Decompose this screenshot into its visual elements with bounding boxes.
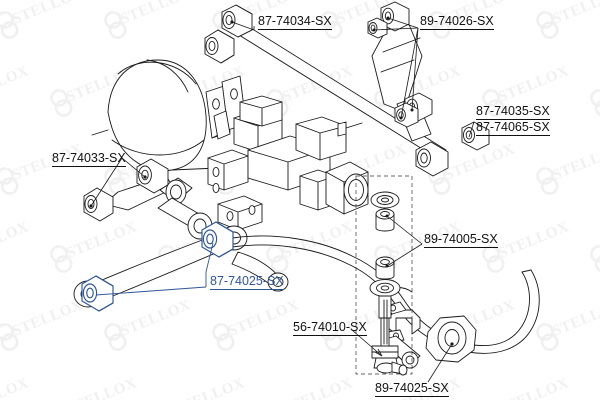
bushing-74035-end <box>415 141 449 177</box>
bushing-74034-b <box>221 4 253 38</box>
differential-block-drawing <box>207 95 369 231</box>
part-label-89-74026-sx: 89-74026-SX <box>420 14 494 30</box>
lateral-rod-drawing <box>83 158 193 222</box>
leader-lines <box>89 16 475 383</box>
bushing-74033-b <box>136 158 169 194</box>
highlight-bushing-lower <box>81 275 114 312</box>
part-label-87-74034-sx: 87-74034-SX <box>258 14 332 30</box>
stabilizer-bar-bushing-drawing <box>381 301 477 369</box>
link-kit-dashed-box <box>355 175 413 375</box>
axle-housing-drawing <box>91 59 219 172</box>
part-label-56-74010-sx: 56-74010-SX <box>293 320 367 336</box>
part-label-87-74033-sx: 87-74033-SX <box>52 151 126 167</box>
part-label-89-74005-sx: 89-74005-SX <box>424 232 498 248</box>
part-label-87-74065-sx: 87-74065-SX <box>476 120 550 136</box>
highlighted-part-87-74025 <box>81 221 234 312</box>
stabilizer-link-drawing <box>369 191 408 376</box>
shock-absorber-drawing <box>367 1 433 142</box>
upper-control-rod-drawing <box>204 4 490 177</box>
part-label-87-74035-sx: 87-74035-SX <box>476 104 550 120</box>
bushing-74034-a <box>204 29 235 64</box>
bushing-74033-a <box>83 187 114 222</box>
part-label-89-74025-sx: 89-74025-SX <box>375 381 449 397</box>
part-label-87-74025-sx: 87-74025-SX <box>210 274 284 290</box>
